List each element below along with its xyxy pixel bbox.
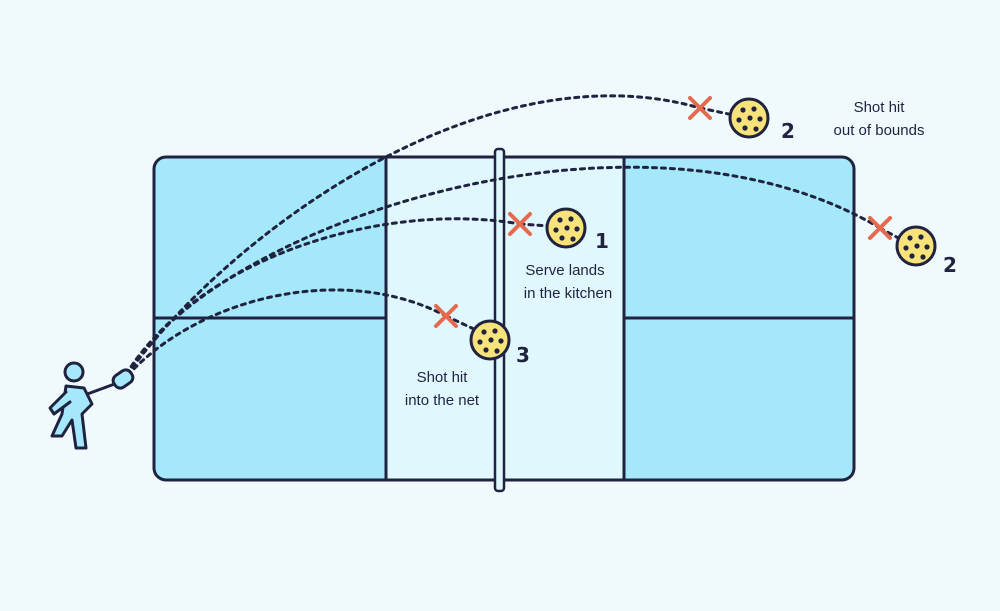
outcome-number: 3 [516, 343, 530, 367]
x-mark-icon [688, 96, 712, 120]
outcome-number: 1 [595, 229, 609, 253]
pickleball-icon [728, 97, 770, 139]
caption-line: Serve lands [525, 262, 604, 279]
x-mark-icon [868, 216, 892, 240]
net [493, 147, 506, 493]
pickleball-icon [545, 207, 587, 249]
trajectory-net-tail [444, 314, 478, 332]
caption-line: out of bounds [834, 122, 925, 139]
player-swinging-paddle-icon [48, 361, 135, 450]
trajectory-kitchen [120, 217, 522, 384]
caption-line: Shot hit [417, 369, 469, 386]
trajectory-net [120, 288, 448, 384]
caption-line: into the net [405, 392, 480, 409]
caption-line: in the kitchen [524, 285, 612, 302]
trajectory-kitchen-tail [518, 222, 552, 228]
pickleball-icon [895, 225, 937, 267]
court [152, 147, 856, 493]
outcome-number: 2 [781, 119, 795, 143]
caption-line: Shot hit [854, 99, 906, 116]
outcome-number: 2 [943, 253, 957, 277]
pickleball-icon [469, 319, 511, 361]
